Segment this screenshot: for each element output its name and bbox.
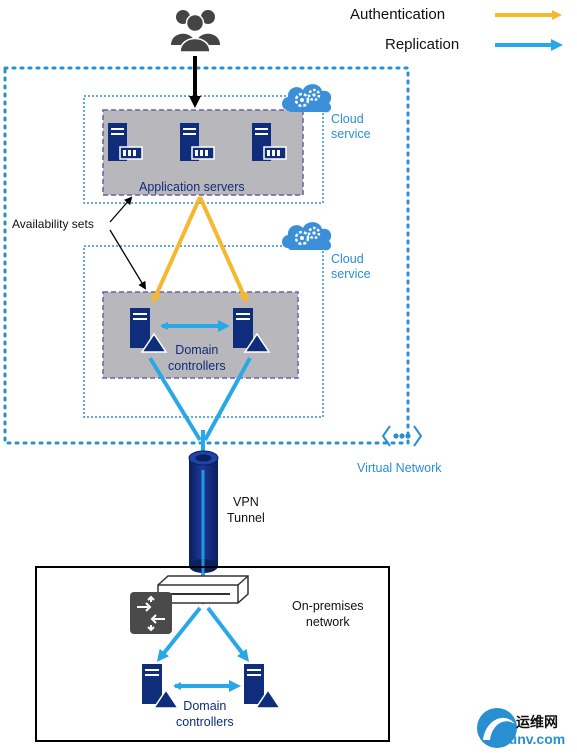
legend-authentication-label: Authentication [350, 6, 446, 23]
replication-arrow-dc1 [148, 356, 202, 442]
availability-pointer-bottom [109, 229, 147, 290]
cloud-service-bottom-icon [280, 220, 333, 252]
cloud-service-bottom-boundary [83, 245, 324, 418]
watermark-domain: iyunv.com [497, 731, 566, 747]
watermark-brand: 运维网 [516, 714, 558, 730]
cloud-service-bottom-label: Cloud service [331, 252, 371, 281]
onprem-replication-left [156, 606, 202, 662]
onprem-domain-controllers-label: Domain controllers [176, 699, 234, 729]
watermark-logo [477, 708, 517, 748]
virtual-network-icon [381, 425, 423, 447]
availability-sets-label: Availability sets [12, 217, 94, 231]
onprem-replication-right [206, 606, 250, 662]
virtual-network-boundary [3, 66, 410, 445]
on-premises-label: On-premises network [292, 599, 364, 629]
users-icon [171, 10, 220, 53]
application-servers-label: Application servers [139, 180, 245, 194]
cloud-service-top-icon [280, 82, 333, 114]
replication-arrow-dc2 [203, 357, 252, 441]
on-premises-boundary [35, 566, 390, 742]
vpn-tunnel-label: VPN Tunnel [227, 495, 265, 525]
availability-pointer-top [109, 196, 133, 223]
legend-replication-label: Replication [385, 36, 460, 53]
virtual-network-label: Virtual Network [357, 461, 442, 475]
auth-arrow-left [151, 196, 202, 304]
onprem-domain-controller-2-icon [243, 663, 281, 709]
domain-controllers-label: Domain controllers [168, 343, 226, 373]
router-icon [130, 592, 172, 634]
cloud-service-top-label: Cloud service [331, 112, 371, 141]
onprem-domain-controller-1-icon [141, 663, 179, 709]
auth-arrow-right [198, 196, 249, 304]
